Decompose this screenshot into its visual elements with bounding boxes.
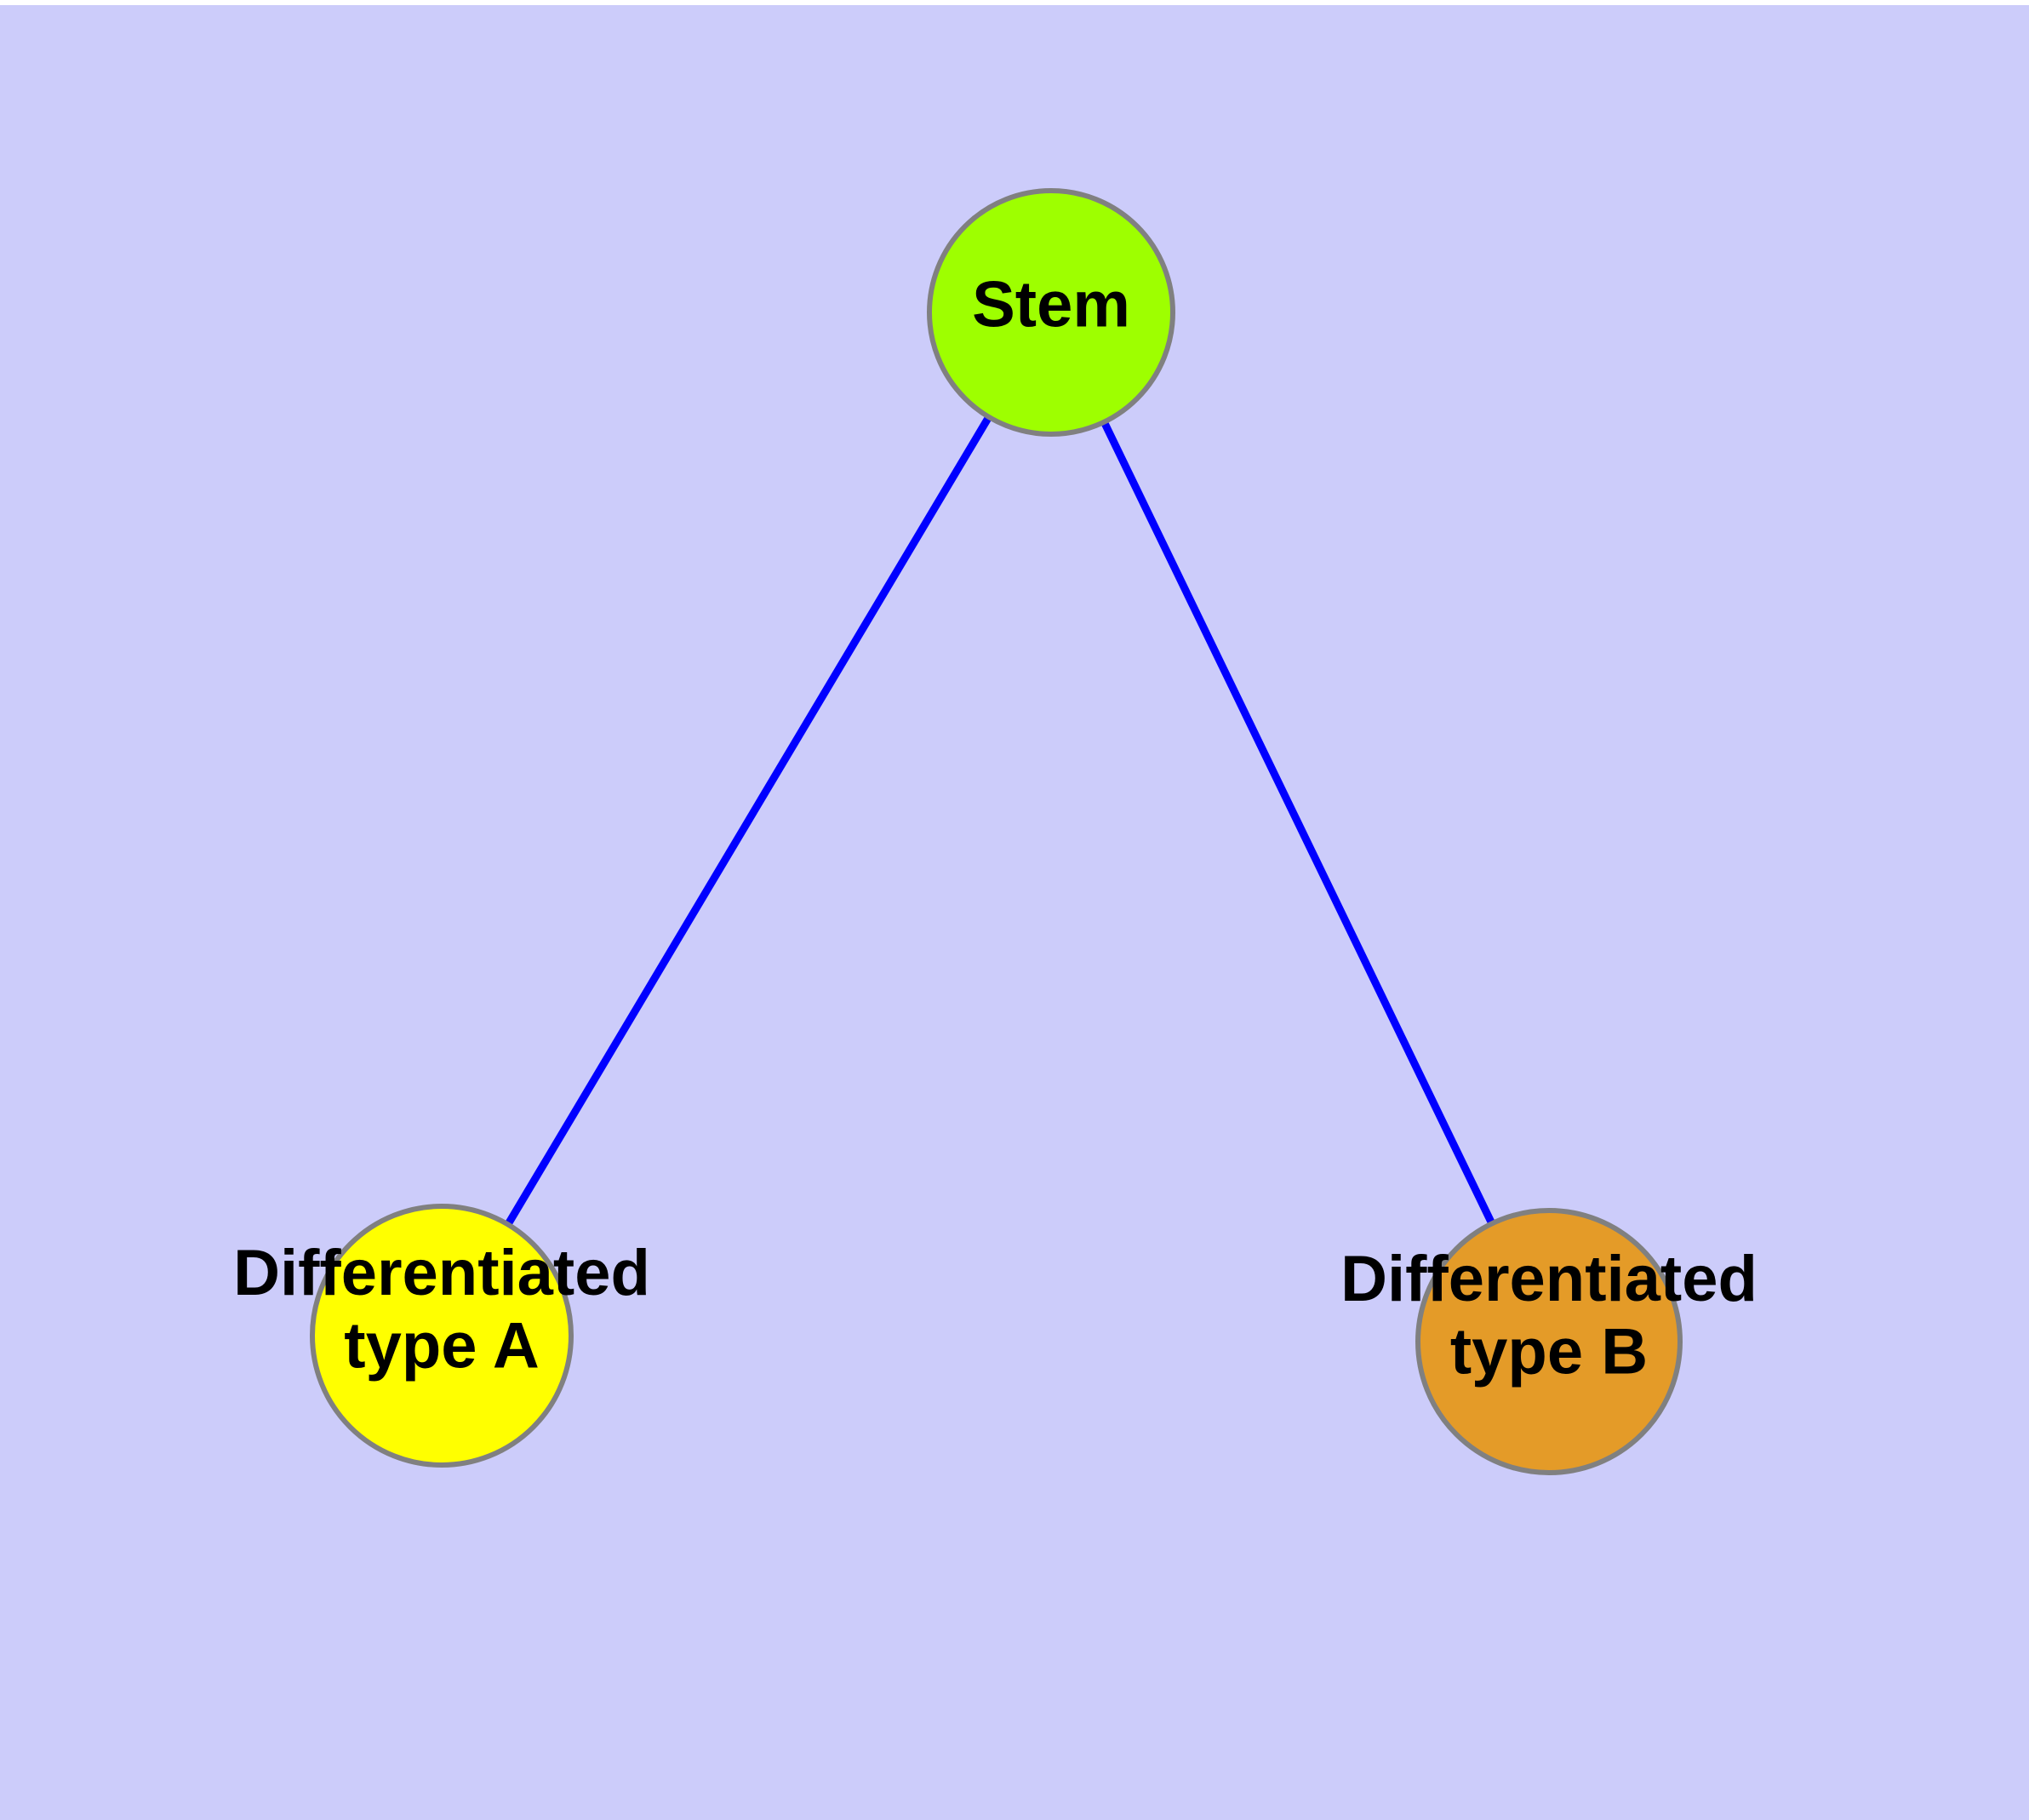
- node-diff_a[interactable]: [310, 1204, 574, 1468]
- node-label-line: type A: [344, 1309, 539, 1382]
- node-diff_b[interactable]: [1415, 1208, 1683, 1475]
- node-label-line: Stem: [972, 269, 1130, 341]
- edges-group: [504, 415, 1495, 1227]
- edge-stem-diff-a: [504, 415, 992, 1227]
- node-stem[interactable]: [927, 188, 1175, 437]
- nodes-group: [310, 188, 1683, 1475]
- node-label-stem: Stem: [972, 269, 1130, 341]
- node-label-line: Differentiated: [1340, 1243, 1758, 1315]
- edge-stem-diff-b: [1100, 420, 1495, 1226]
- node-label-line: type B: [1450, 1315, 1648, 1388]
- node-label-line: Differentiated: [233, 1237, 650, 1309]
